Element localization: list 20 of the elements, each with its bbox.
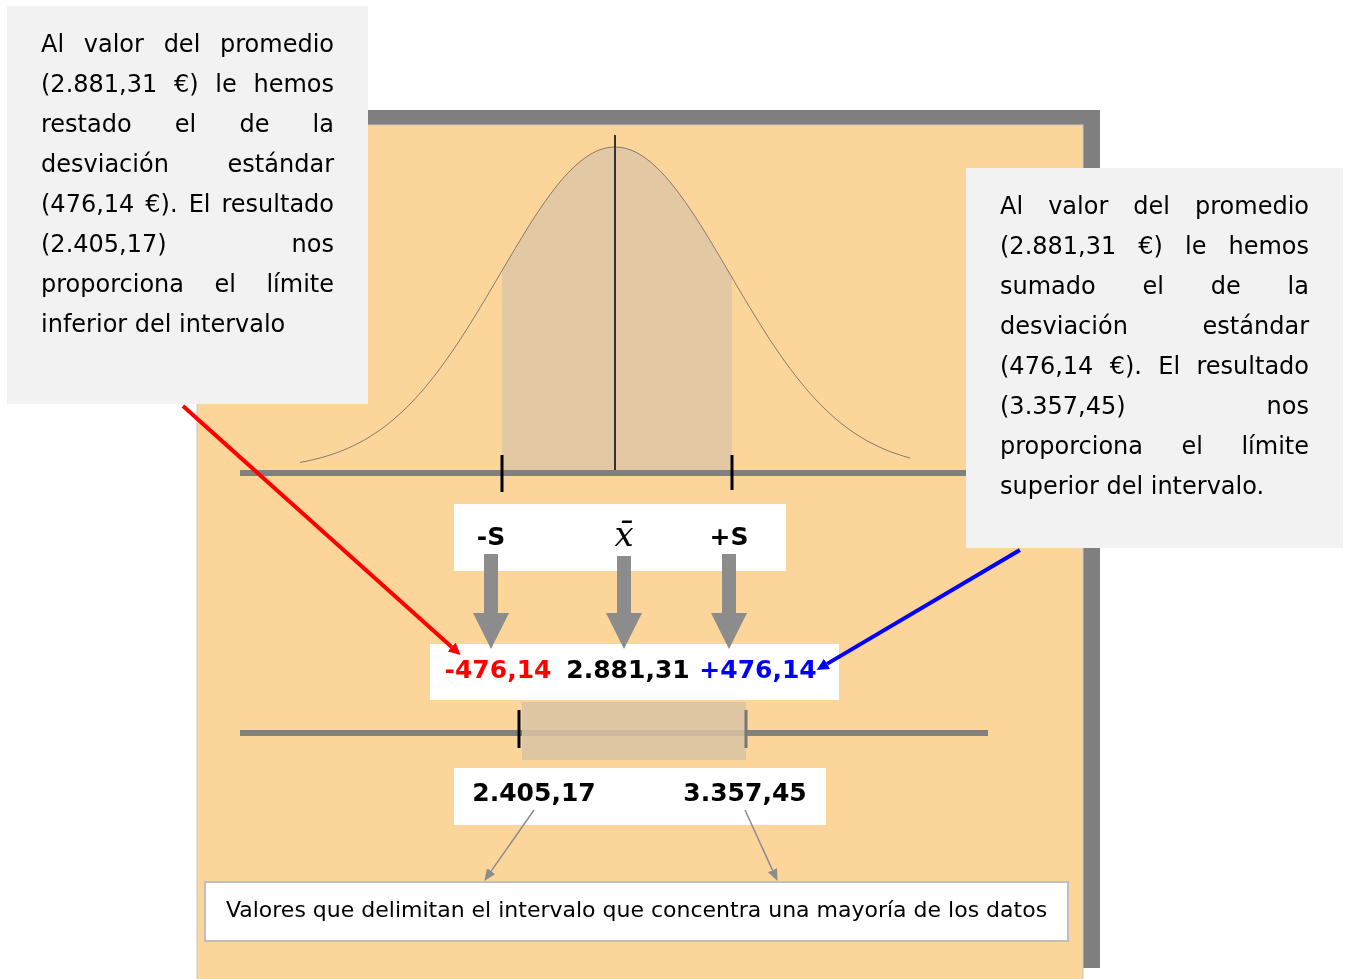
note-box: Al valor del promedio (2.881,31 €) le hemos restado el de la desviación estándar (476,14 €). El resultado (2.405,17) nos proporciona el límite inferior del intervalo	[7, 6, 368, 404]
value-label: 3.357,45	[683, 778, 807, 808]
arrow	[816, 548, 1021, 670]
value-band	[430, 644, 839, 700]
arrow	[711, 554, 747, 649]
arrow	[181, 404, 461, 655]
note-box: Al valor del promedio (2.881,31 €) le hemos sumado el de la desviación estándar (476,14 €). El resultado (3.357,45) nos proporciona el límite superior del intervalo.	[966, 168, 1343, 548]
symbol-label: +S	[709, 522, 749, 552]
summary-box: Valores que delimitan el intervalo que concentra una mayoría de los datos	[204, 881, 1069, 942]
value-label: 2.881,31	[566, 655, 690, 685]
arrow	[606, 556, 642, 649]
symbol-label: -S	[476, 522, 506, 552]
value-label: -476,14	[444, 655, 552, 685]
value-label: 2.405,17	[472, 778, 596, 808]
label-band	[454, 504, 786, 571]
arrow	[473, 554, 509, 649]
value-label: +476,14	[699, 655, 817, 685]
value-band	[454, 768, 826, 825]
mean-symbol: x̄	[614, 514, 634, 554]
arrow	[484, 809, 535, 881]
